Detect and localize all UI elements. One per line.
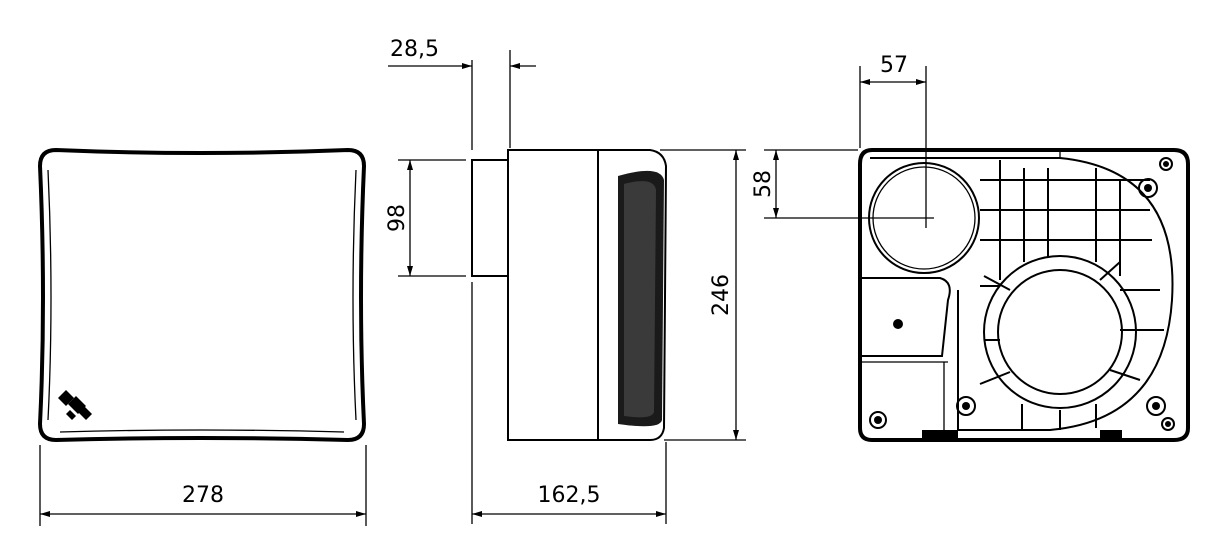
duct-spigot xyxy=(471,159,508,277)
dim-side-height: 246 xyxy=(709,274,734,316)
dim-duct-offset: 28,5 xyxy=(390,37,439,62)
dim-outlet-y: 58 xyxy=(751,170,776,198)
dim-front-width: 278 xyxy=(182,483,224,508)
side-view: 28,5 98 246 162,5 xyxy=(385,37,746,524)
duct-offset-dimension: 28,5 xyxy=(388,37,536,69)
front-width-dimension: 278 xyxy=(39,445,367,526)
dim-duct-diameter: 98 xyxy=(385,204,410,232)
rear-view: 57 58 xyxy=(751,53,1190,442)
housing-ribs xyxy=(979,160,1164,430)
motor-circle xyxy=(997,269,1123,395)
side-depth-dimension: 162,5 xyxy=(472,483,666,517)
front-cover-inner-edge xyxy=(47,169,357,433)
front-view: 278 xyxy=(37,147,367,526)
rear-housing-outline xyxy=(858,148,1190,442)
mount-bracket xyxy=(860,277,951,357)
outlet-x-dimension: 57 xyxy=(859,53,927,228)
dim-outlet-x: 57 xyxy=(880,53,908,78)
side-height-dimension: 246 xyxy=(660,149,746,441)
scroll-housing xyxy=(870,157,1174,431)
dim-side-depth: 162,5 xyxy=(538,483,601,508)
corner-screws xyxy=(869,157,1175,431)
front-cover-outline xyxy=(37,147,367,443)
outlet-y-dimension: 58 xyxy=(751,149,934,219)
side-body xyxy=(507,149,668,441)
brand-logo xyxy=(58,390,92,420)
duct-diameter-dimension: 98 xyxy=(385,159,466,277)
mount-screw-hole xyxy=(893,319,903,329)
